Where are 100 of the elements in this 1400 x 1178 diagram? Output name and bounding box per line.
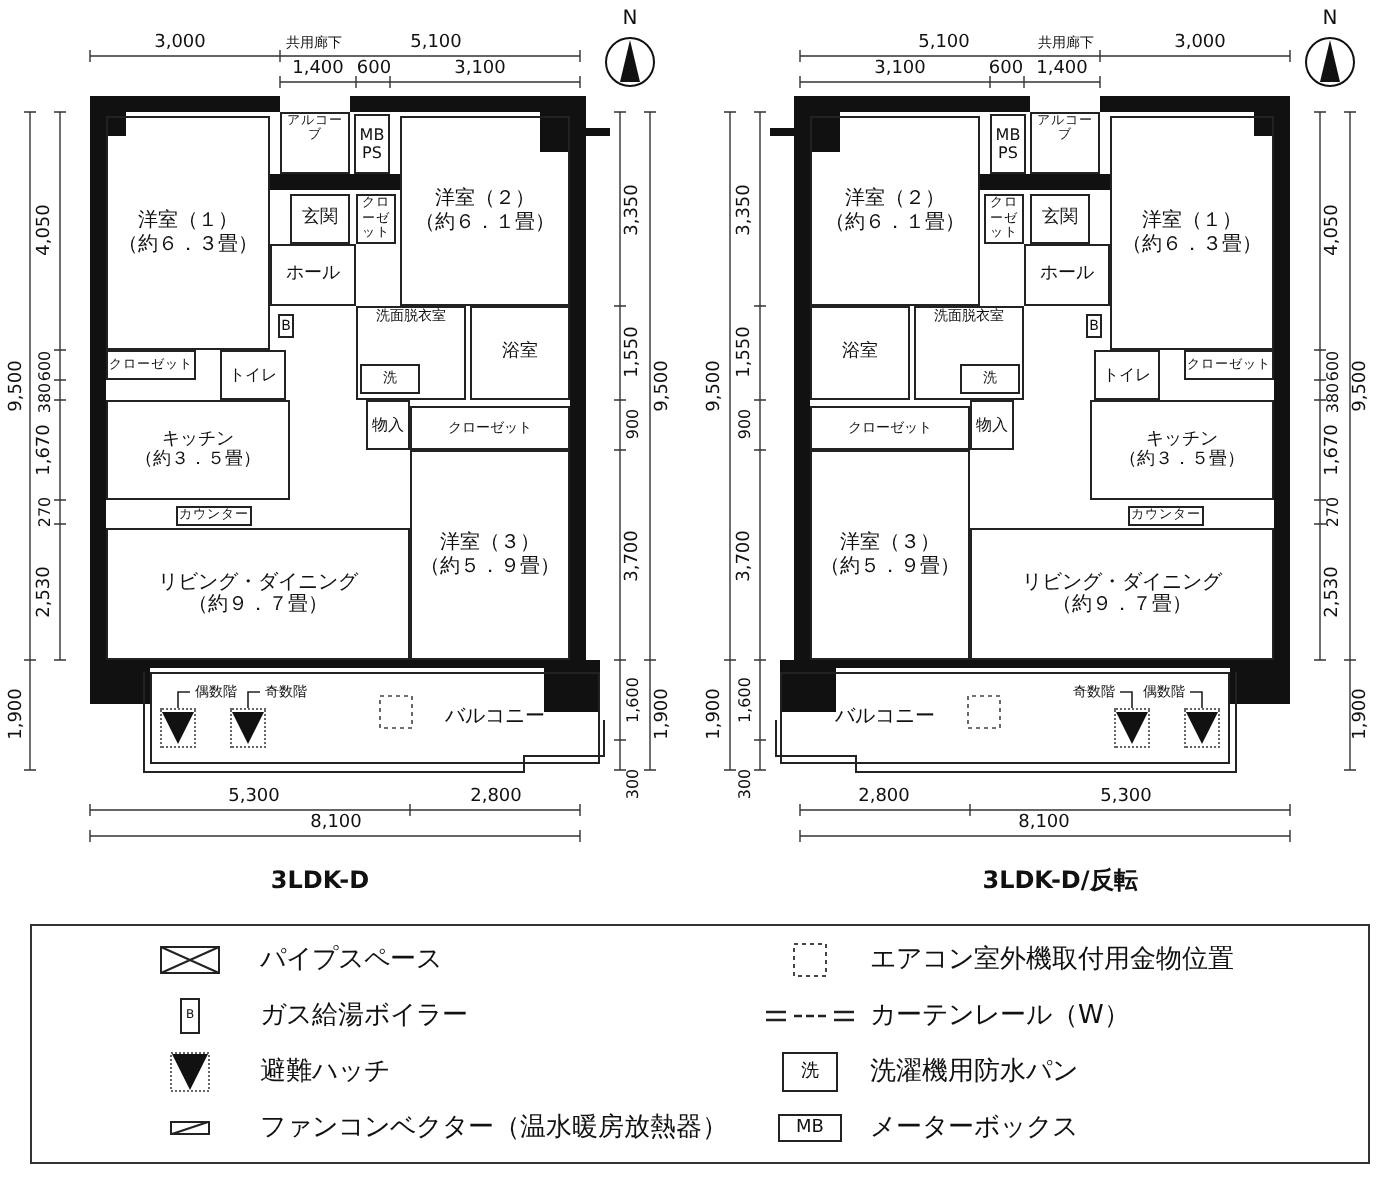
legend-text: メーターボックス	[870, 1115, 1078, 1141]
plan-title: 3LDK-D/反転	[982, 868, 1138, 892]
room	[410, 450, 570, 660]
dimension-text: 1,900	[707, 688, 725, 740]
dimension-text: 1,600	[738, 677, 754, 723]
room	[970, 528, 1274, 660]
room-name: リビング・ダイニング	[158, 571, 358, 594]
floor-area: （約６．３畳）	[1122, 233, 1262, 256]
room	[400, 116, 570, 306]
dimension-text: 5,100	[918, 35, 970, 53]
dimension-text: 2,530	[1325, 566, 1343, 618]
dimension-text: 270	[38, 496, 54, 528]
room-name: バルコニー	[445, 706, 545, 730]
dimension-text: 900	[626, 408, 642, 440]
floor-area: （約５．９畳）	[420, 555, 560, 578]
dimension-text: 3,100	[874, 61, 926, 79]
dimension-text: 3,350	[625, 184, 643, 236]
dimension-text: 4,050	[1325, 204, 1343, 256]
room	[810, 116, 980, 306]
dimension-text: 3,700	[737, 530, 755, 582]
dimension-text: 9,500	[655, 360, 673, 412]
legend-text: パイプスペース	[260, 947, 442, 973]
room-name: 洋室（２）	[435, 188, 535, 211]
meter-box	[990, 114, 1026, 174]
floor-area: PS	[362, 144, 382, 163]
washer-pan-symbol: 洗	[782, 1052, 838, 1092]
floor-area: （約５．９畳）	[820, 555, 960, 578]
dimension-text: 1,400	[292, 61, 344, 79]
room	[106, 116, 270, 350]
room: 物入	[970, 400, 1014, 450]
room: トイレ	[1094, 350, 1160, 400]
dimension-text: 3,700	[625, 530, 643, 582]
leader-line	[247, 691, 261, 709]
dimension-text: 8,100	[310, 815, 362, 833]
legend-text: 洗濯機用防水パン	[870, 1059, 1078, 1085]
legend-text: ガス給湯ボイラー	[260, 1003, 468, 1029]
balcony	[150, 672, 600, 764]
dimension-text: 380	[1326, 382, 1342, 414]
dimension-text: 600	[38, 350, 54, 382]
escape-hatch-symbol	[160, 708, 196, 748]
escape-hatch-symbol	[230, 708, 266, 748]
room: 玄関	[1030, 194, 1090, 244]
dimension-text: 600	[1326, 350, 1342, 382]
floor-area: （約６．１畳）	[415, 211, 555, 234]
room: 物入	[366, 400, 410, 450]
dimension-text: 5,300	[228, 789, 280, 807]
dimension-text: 2,800	[858, 789, 910, 807]
dimension-text: 300	[738, 768, 754, 800]
leader-line	[1119, 691, 1133, 709]
north-label: N	[622, 10, 638, 30]
dimension-text: 9,500	[9, 360, 27, 412]
room: ホール	[270, 244, 356, 306]
dimension-text: 1,400	[1036, 61, 1088, 79]
leader-line	[1189, 691, 1203, 709]
plan-title: 3LDK-D	[270, 868, 370, 892]
dimension-text: 3,100	[454, 61, 506, 79]
room-name: 洋室（２）	[845, 188, 945, 211]
floor-area: （約６．１畳）	[825, 211, 965, 234]
dimension-text: 5,300	[1100, 789, 1152, 807]
floor-area: PS	[998, 144, 1018, 163]
meter-box	[354, 114, 390, 174]
dimension-text: 4,050	[37, 204, 55, 256]
room-name: 洋室（３）	[840, 532, 940, 555]
room	[356, 306, 466, 400]
floor-area: （約６．３畳）	[118, 233, 258, 256]
room-name: キッチン	[162, 429, 234, 450]
meter-box-symbol: MB	[778, 1114, 842, 1142]
dimension-text: 3,000	[154, 35, 206, 53]
room-name: キッチン	[1146, 429, 1218, 450]
room-name: リビング・ダイニング	[1022, 571, 1222, 594]
room	[914, 306, 1024, 400]
escape-hatch-symbol	[1114, 708, 1150, 748]
room-name: バルコニー	[835, 706, 935, 730]
dimension-text: 2,530	[37, 566, 55, 618]
legend-text: カーテンレール（W）	[870, 1003, 1130, 1029]
dimension-text: 2,800	[470, 789, 522, 807]
dimension-text: 5,100	[410, 35, 462, 53]
floor-area: （約３．５畳）	[1119, 450, 1245, 471]
leader-line	[177, 691, 191, 709]
dimension-text: 8,100	[1018, 815, 1070, 833]
room	[810, 450, 970, 660]
dimension-text: 380	[38, 382, 54, 414]
dimension-text: 1,900	[9, 688, 27, 740]
dimension-text: 9,500	[1353, 360, 1371, 412]
dimension-text: 1,550	[625, 326, 643, 378]
room-name: 洋室（１）	[1142, 210, 1242, 233]
dimension-text: 1,600	[626, 677, 642, 723]
legend-text: ファンコンベクター（温水暖房放熱器）	[260, 1115, 728, 1141]
room: ホール	[1024, 244, 1110, 306]
floor-area: （約３．５畳）	[135, 450, 261, 471]
room: トイレ	[220, 350, 286, 400]
room	[1110, 116, 1274, 350]
balcony	[780, 672, 1230, 764]
room-name: 洋室（１）	[138, 210, 238, 233]
dimension-text: 9,500	[707, 360, 725, 412]
room-name: MB	[359, 125, 385, 144]
dimension-text: 1,550	[737, 326, 755, 378]
room	[106, 400, 290, 500]
legend-text: 避難ハッチ	[260, 1059, 390, 1085]
room-name: 洋室（３）	[440, 532, 540, 555]
